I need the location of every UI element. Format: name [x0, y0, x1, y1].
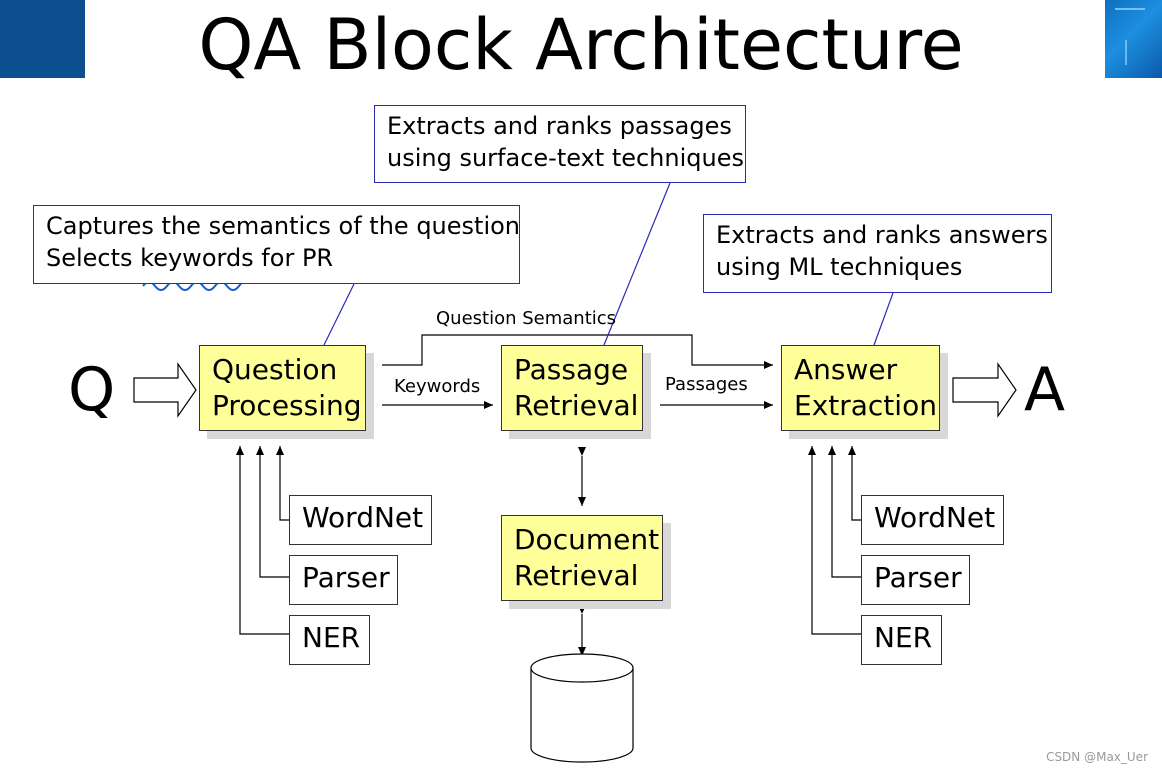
ae-note: Extracts and ranks answers using ML tech… — [703, 214, 1052, 293]
qp-note: Captures the semantics of the question S… — [33, 205, 520, 284]
qp-note-line-1: Captures the semantics of the question — [46, 212, 521, 240]
qp-note-line-2: Selects keywords for PR — [46, 244, 334, 272]
output-label-a: A — [1024, 355, 1066, 425]
input-arrow — [133, 362, 197, 418]
passage-retrieval-block: Passage Retrieval — [501, 345, 643, 431]
answer-extraction-line-2: Extraction — [794, 389, 937, 422]
pr-note-line-2: using surface-text techniques — [387, 144, 744, 172]
document-retrieval-block: Document Retrieval — [501, 515, 663, 601]
question-processing-line-2: Processing — [212, 389, 362, 422]
ae-note-line-1: Extracts and ranks answers — [716, 221, 1048, 249]
qp-callout-line — [323, 283, 355, 346]
pr-note-line-1: Extracts and ranks passages — [387, 112, 732, 140]
output-arrow — [952, 362, 1017, 418]
page-title: QA Block Architecture — [198, 4, 964, 86]
resource-wordnet-right: WordNet — [861, 495, 1004, 545]
pr-note: Extracts and ranks passages using surfac… — [374, 105, 746, 183]
resource-parser-left: Parser — [289, 555, 398, 605]
question-semantics-arrow — [382, 334, 773, 369]
passage-retrieval-line-2: Retrieval — [514, 389, 639, 422]
database-cylinder — [530, 653, 634, 763]
pr-callout-line — [603, 182, 671, 346]
ae-callout-line — [873, 292, 894, 346]
corner-brand-right — [1105, 0, 1162, 78]
resource-ner-left: NER — [289, 615, 370, 665]
resource-parser-right: Parser — [861, 555, 970, 605]
passage-retrieval-line-1: Passage — [514, 353, 629, 386]
right-resource-connectors — [808, 446, 861, 635]
resource-ner-right: NER — [861, 615, 942, 665]
ae-note-line-2: using ML techniques — [716, 253, 963, 281]
question-processing-line-1: Question — [212, 353, 338, 386]
document-retrieval-line-2: Retrieval — [514, 559, 639, 592]
question-processing-block: Question Processing — [199, 345, 366, 431]
answer-extraction-block: Answer Extraction — [781, 345, 940, 431]
document-retrieval-line-1: Document — [514, 523, 660, 556]
edge-label-question-semantics: Question Semantics — [436, 308, 617, 329]
corner-brand-left — [0, 0, 85, 78]
resource-wordnet-left: WordNet — [289, 495, 432, 545]
edge-label-keywords: Keywords — [394, 376, 481, 397]
edge-label-passages: Passages — [665, 374, 748, 395]
left-resource-connectors — [236, 446, 289, 635]
answer-extraction-line-1: Answer — [794, 353, 898, 386]
input-label-q: Q — [68, 355, 116, 425]
watermark: CSDN @Max_Uer — [1046, 750, 1148, 764]
